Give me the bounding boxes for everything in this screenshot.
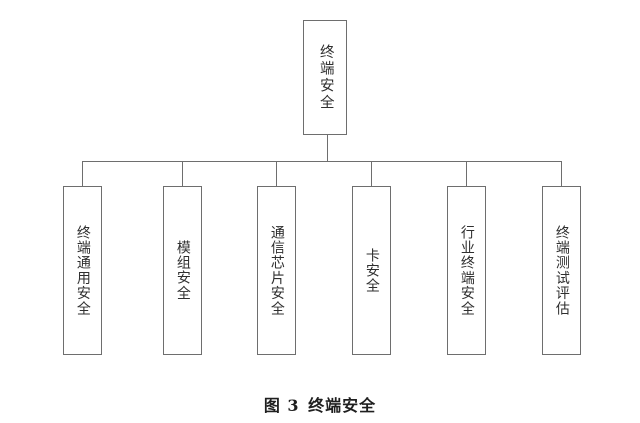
node-label-6: 终端测试评估 <box>553 224 570 317</box>
node-terminal-general-security[interactable]: 终端通用安全 <box>63 186 102 355</box>
node-label-3: 通信芯片安全 <box>268 224 285 317</box>
figure-caption-title: 终端安全 <box>308 396 377 415</box>
figure-caption: 图 3 终端安全 <box>0 392 640 416</box>
connector-drop-5 <box>466 161 468 186</box>
node-label-1: 终端通用安全 <box>74 224 91 317</box>
node-root-label: 终端安全 <box>317 43 334 112</box>
node-root-terminal-security[interactable]: 终端安全 <box>303 20 347 135</box>
connector-drop-2 <box>182 161 184 186</box>
connector-horizontal-bus <box>82 160 562 162</box>
connector-root-stem <box>326 135 328 161</box>
connector-drop-1 <box>82 161 84 186</box>
figure-caption-number: 图 3 <box>263 396 300 415</box>
node-label-2: 模组安全 <box>174 240 191 301</box>
node-card-security[interactable]: 卡安全 <box>352 186 391 355</box>
node-communication-chip-security[interactable]: 通信芯片安全 <box>257 186 296 355</box>
node-terminal-test-evaluation[interactable]: 终端测试评估 <box>542 186 581 355</box>
node-label-5: 行业终端安全 <box>458 224 475 317</box>
connector-drop-4 <box>371 161 373 186</box>
connector-drop-3 <box>276 161 278 186</box>
connector-drop-6 <box>561 161 563 186</box>
node-industry-terminal-security[interactable]: 行业终端安全 <box>447 186 486 355</box>
node-module-security[interactable]: 模组安全 <box>163 186 202 355</box>
node-label-4: 卡安全 <box>363 247 380 294</box>
